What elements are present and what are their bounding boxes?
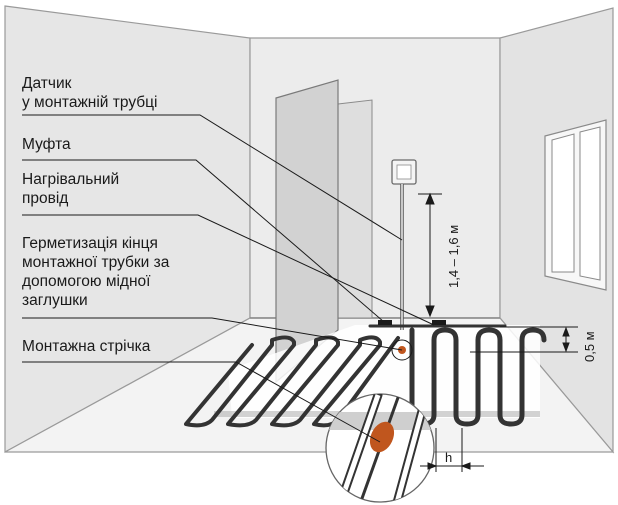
dim-wall-offset: 0,5 м (582, 331, 597, 362)
coupling (378, 320, 392, 325)
label-tape: Монтажна стрічка (22, 338, 151, 355)
dim-thermostat-height: 1,4 – 1,6 м (446, 224, 461, 288)
door (275, 79, 373, 384)
label-sensor: Датчик у монтажній трубці (22, 75, 158, 111)
label-heating-wire: Нагрівальний провід (22, 171, 120, 207)
leader-lines (22, 114, 435, 443)
copper-plug (369, 421, 395, 453)
cable-right-loops (409, 327, 547, 427)
sensor-tip-circle (391, 339, 413, 361)
dimension-lines (418, 192, 578, 472)
label-coupling: Муфта (22, 136, 71, 153)
mounting-area (228, 325, 540, 418)
door-leaf (275, 79, 339, 384)
coupling-2 (432, 320, 446, 325)
label-sealing: Герметизація кінця монтажної трубки за д… (22, 235, 170, 309)
thermostat (391, 159, 417, 330)
window (544, 119, 607, 291)
dim-spacing: h (445, 450, 453, 465)
